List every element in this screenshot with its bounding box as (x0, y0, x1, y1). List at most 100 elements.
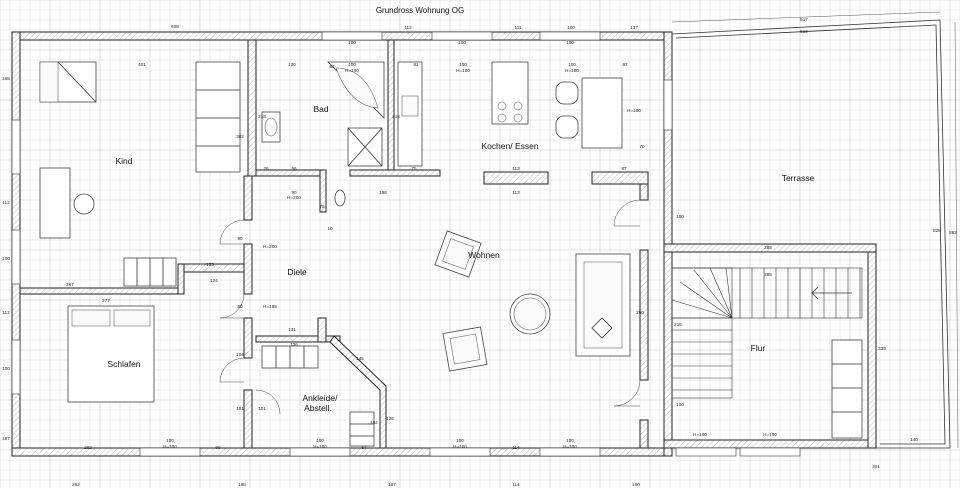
dim-kochen-81: 81 (413, 62, 419, 67)
dim-diele-row-3: 90 (291, 190, 297, 195)
dim-window-1: 100 (348, 40, 356, 45)
dim-kind-bottom-1: 267 (66, 282, 74, 287)
dim-kind-bottom-3: 124 (210, 278, 218, 283)
bad-shower (347, 127, 383, 167)
dim-bottom-outer-5: 100 (632, 482, 640, 487)
dim-top-2: 112 (404, 25, 412, 30)
dim-misc-218b: 218 (392, 114, 400, 119)
dim-top-4: 100 (567, 25, 575, 30)
wohnen-armchair-bottom (442, 326, 488, 372)
dim-flur-h100-1: H=100 (693, 432, 707, 437)
dim-kind-bottom-2: 133 (206, 262, 214, 267)
room-label-diele: Diele (287, 267, 307, 277)
dim-bottom-outer-4: 114 (512, 482, 520, 487)
ankleide-shelves (261, 345, 375, 447)
dim-bottom-h100-2: H=100 (453, 444, 467, 449)
dim-bottom-row-3: 114 (512, 445, 520, 450)
dim-misc-101a: 101 (236, 406, 244, 411)
dim-kochen-top-1: 100 (459, 62, 467, 67)
dim-misc-218a: 218 (258, 114, 266, 119)
dining-table (555, 77, 623, 149)
schlafen-bed (67, 305, 155, 403)
kind-wardrobe (195, 61, 241, 173)
dim-bottom-outer-1: 252 (72, 482, 80, 487)
dim-wohnen-right-2: 100 (676, 214, 684, 219)
dim-ankleide-5: 152 (370, 420, 378, 425)
dim-misc-104: 104 (236, 352, 244, 357)
dim-bottom-outer-6: 301 (872, 464, 880, 469)
dim-diele-h199: H=199 (263, 304, 277, 309)
dim-bad-h100: H=100 (345, 68, 359, 73)
dim-bad-width: 130 (288, 62, 296, 67)
windows (11, 31, 801, 457)
dim-ankleide-2: 131 (288, 327, 296, 332)
dim-stair-3: 215 (674, 322, 682, 327)
dim-diele-row-1: 26 (263, 166, 269, 171)
dim-bottom-h100-1: H=100 (313, 444, 327, 449)
stair-winder (725, 267, 733, 319)
dim-terrasse-bottom: 140 (910, 437, 918, 442)
dim-bad-top-2: 100 (348, 62, 356, 67)
room-label-wohnen: Wohnen (468, 250, 500, 260)
dim-left-3: 100 (2, 256, 10, 261)
dim-misc-10: 10 (327, 226, 333, 231)
dim-ankleide-3: 145 (356, 356, 364, 361)
dim-misc-70: 70 (639, 144, 645, 149)
dim-schlafen-h100: H=100 (163, 444, 177, 449)
bad-sink (261, 111, 281, 143)
dim-misc-101b: 101 (258, 406, 266, 411)
dim-diele-h200-left: H=200 (263, 244, 277, 249)
dim-flur-h100-2: H=100 (763, 432, 777, 437)
room-label-kind: Kind (115, 156, 132, 166)
dim-stair-1: 385 (764, 245, 772, 250)
dim-stair-2: 385 (764, 272, 772, 277)
dim-schlafen-bottom-3: 99 (215, 445, 221, 450)
dimension-labels: 608 112 111 100 137 517 512 100 100 100 … (2, 17, 957, 487)
room-labels: Kind Bad Kochen/ Essen Terrasse Diele Wo… (107, 104, 814, 413)
dim-misc-90b: 90 (237, 304, 243, 309)
room-label-kochen: Kochen/ Essen (481, 141, 538, 151)
dim-kochen-top-3: 87 (622, 62, 628, 67)
dim-terrasse-right-2: 863 (949, 230, 957, 235)
wohnen-armchair-top (434, 230, 482, 278)
room-label-flur: Flur (751, 343, 766, 353)
dim-schlafen-bottom-2: 100 (166, 438, 174, 443)
dim-terrace-outer: 517 (800, 17, 808, 22)
inner-walls (19, 39, 649, 449)
dim-bad-top-1: 81 (329, 64, 335, 69)
dim-wohnen-right-3: 100 (676, 402, 684, 407)
dim-left-6: 187 (2, 436, 10, 441)
door-swings (219, 199, 641, 415)
dim-kochen-mid-2: 198 (379, 190, 387, 195)
dim-bottom-row-5: 57 (361, 445, 367, 450)
stair-winder (693, 269, 733, 319)
bad-bathtub (327, 61, 385, 119)
dim-window-2: 100 (458, 40, 466, 45)
dim-kochen-mid-4: 87 (621, 166, 627, 171)
dim-ankleide-4: 126 (386, 416, 394, 421)
dim-diele-row-2: 56 (291, 166, 297, 171)
dim-terrasse-right-1: 828 (933, 228, 941, 233)
dim-bottom-row-4: 100 (566, 438, 574, 443)
dim-left-2: 112 (2, 200, 10, 205)
stair-winder (679, 281, 733, 319)
dim-kochen-h100-2: H=100 (565, 68, 579, 73)
flur-arrow (811, 286, 852, 300)
dim-misc-90a: 90 (237, 236, 243, 241)
dim-ankleide-1: 136 (290, 342, 298, 347)
dim-bottom-outer-2: 198 (238, 482, 246, 487)
room-label-ankleide-2: Abstell. (304, 403, 332, 413)
dim-bottom-h100-3: H=100 (563, 444, 577, 449)
room-label-bad: Bad (313, 104, 328, 114)
kind-shelf (123, 257, 177, 287)
dim-diele-h200: H=200 (287, 195, 301, 200)
terrace-outline (671, 11, 959, 449)
kind-desk (39, 167, 95, 239)
dim-kochen-h100-1: H=100 (456, 68, 470, 73)
dim-top-5: 137 (630, 25, 638, 30)
wohnen-coffee-table (509, 293, 551, 335)
dim-terrace-inner: 512 (800, 29, 808, 34)
room-label-ankleide-1: Ankleide/ (303, 393, 339, 403)
dim-kind-width: 401 (138, 62, 146, 67)
